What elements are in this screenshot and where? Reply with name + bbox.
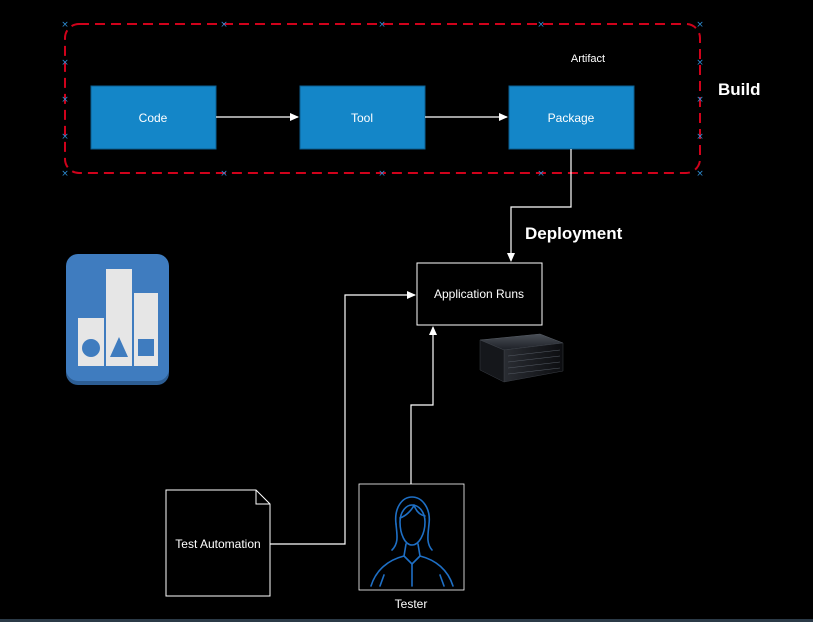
node-test-automation-label: Test Automation bbox=[175, 537, 260, 551]
logo-triangle-shape bbox=[110, 337, 128, 357]
selection-handles[interactable]: × × × × × × × × × × × × × × × × bbox=[61, 20, 704, 179]
selection-handle[interactable]: × bbox=[61, 132, 69, 142]
node-app-runs-box[interactable] bbox=[416, 262, 543, 326]
server-rack-icon-side bbox=[479, 339, 505, 383]
selection-handle[interactable]: × bbox=[61, 58, 69, 68]
build-group-border[interactable] bbox=[64, 23, 701, 174]
node-tool[interactable]: Tool bbox=[299, 85, 426, 150]
node-app-runs[interactable]: Application Runs bbox=[416, 262, 543, 326]
node-test-automation[interactable]: Test Automation bbox=[165, 489, 271, 597]
edge-package-to-app[interactable] bbox=[507, 149, 572, 262]
selection-handle[interactable]: × bbox=[61, 169, 69, 179]
logo-square-shape bbox=[138, 339, 154, 356]
selection-handle[interactable]: × bbox=[537, 169, 545, 179]
selection-handle[interactable]: × bbox=[61, 95, 69, 105]
selection-handle[interactable]: × bbox=[378, 169, 386, 179]
artifact-label: Artifact bbox=[571, 53, 605, 65]
build-group[interactable]: Artifact × × × × × × × × × × × × × × × × bbox=[61, 20, 704, 179]
selection-handle[interactable]: × bbox=[696, 20, 704, 30]
bottom-border bbox=[0, 619, 813, 622]
node-tester-label: Tester bbox=[395, 597, 428, 611]
document-fold bbox=[255, 490, 270, 505]
node-app-runs-label: Application Runs bbox=[434, 287, 524, 301]
node-tool-box[interactable] bbox=[299, 85, 426, 150]
selection-handle[interactable]: × bbox=[696, 132, 704, 142]
node-code[interactable]: Code bbox=[90, 85, 217, 150]
edge-tester-to-app[interactable] bbox=[410, 326, 437, 484]
node-package-box[interactable] bbox=[508, 85, 635, 150]
node-code-box[interactable] bbox=[90, 85, 217, 150]
shapes-app-logo-icon[interactable] bbox=[66, 254, 169, 385]
build-group-title: Build bbox=[718, 80, 761, 99]
selection-handle[interactable]: × bbox=[220, 20, 228, 30]
selection-handle[interactable]: × bbox=[378, 20, 386, 30]
deployment-label: Deployment bbox=[525, 224, 623, 243]
server-rack-icon-bays bbox=[507, 349, 561, 375]
logo-circle-shape bbox=[82, 339, 100, 357]
selection-handle[interactable]: × bbox=[220, 169, 228, 179]
selection-handle[interactable]: × bbox=[696, 58, 704, 68]
node-tool-label: Tool bbox=[351, 111, 373, 125]
node-package-label: Package bbox=[548, 111, 595, 125]
selection-handle[interactable]: × bbox=[696, 169, 704, 179]
selection-handle[interactable]: × bbox=[61, 20, 69, 30]
server-rack-icon[interactable] bbox=[479, 333, 564, 383]
selection-handle[interactable]: × bbox=[696, 95, 704, 105]
document-icon[interactable] bbox=[165, 489, 271, 597]
node-code-label: Code bbox=[139, 111, 168, 125]
person-icon bbox=[370, 496, 454, 587]
node-tester[interactable]: Tester bbox=[358, 483, 465, 611]
edge-test-automation-to-app[interactable] bbox=[270, 291, 416, 545]
selection-handle[interactable]: × bbox=[537, 20, 545, 30]
node-package[interactable]: Package bbox=[508, 85, 635, 150]
